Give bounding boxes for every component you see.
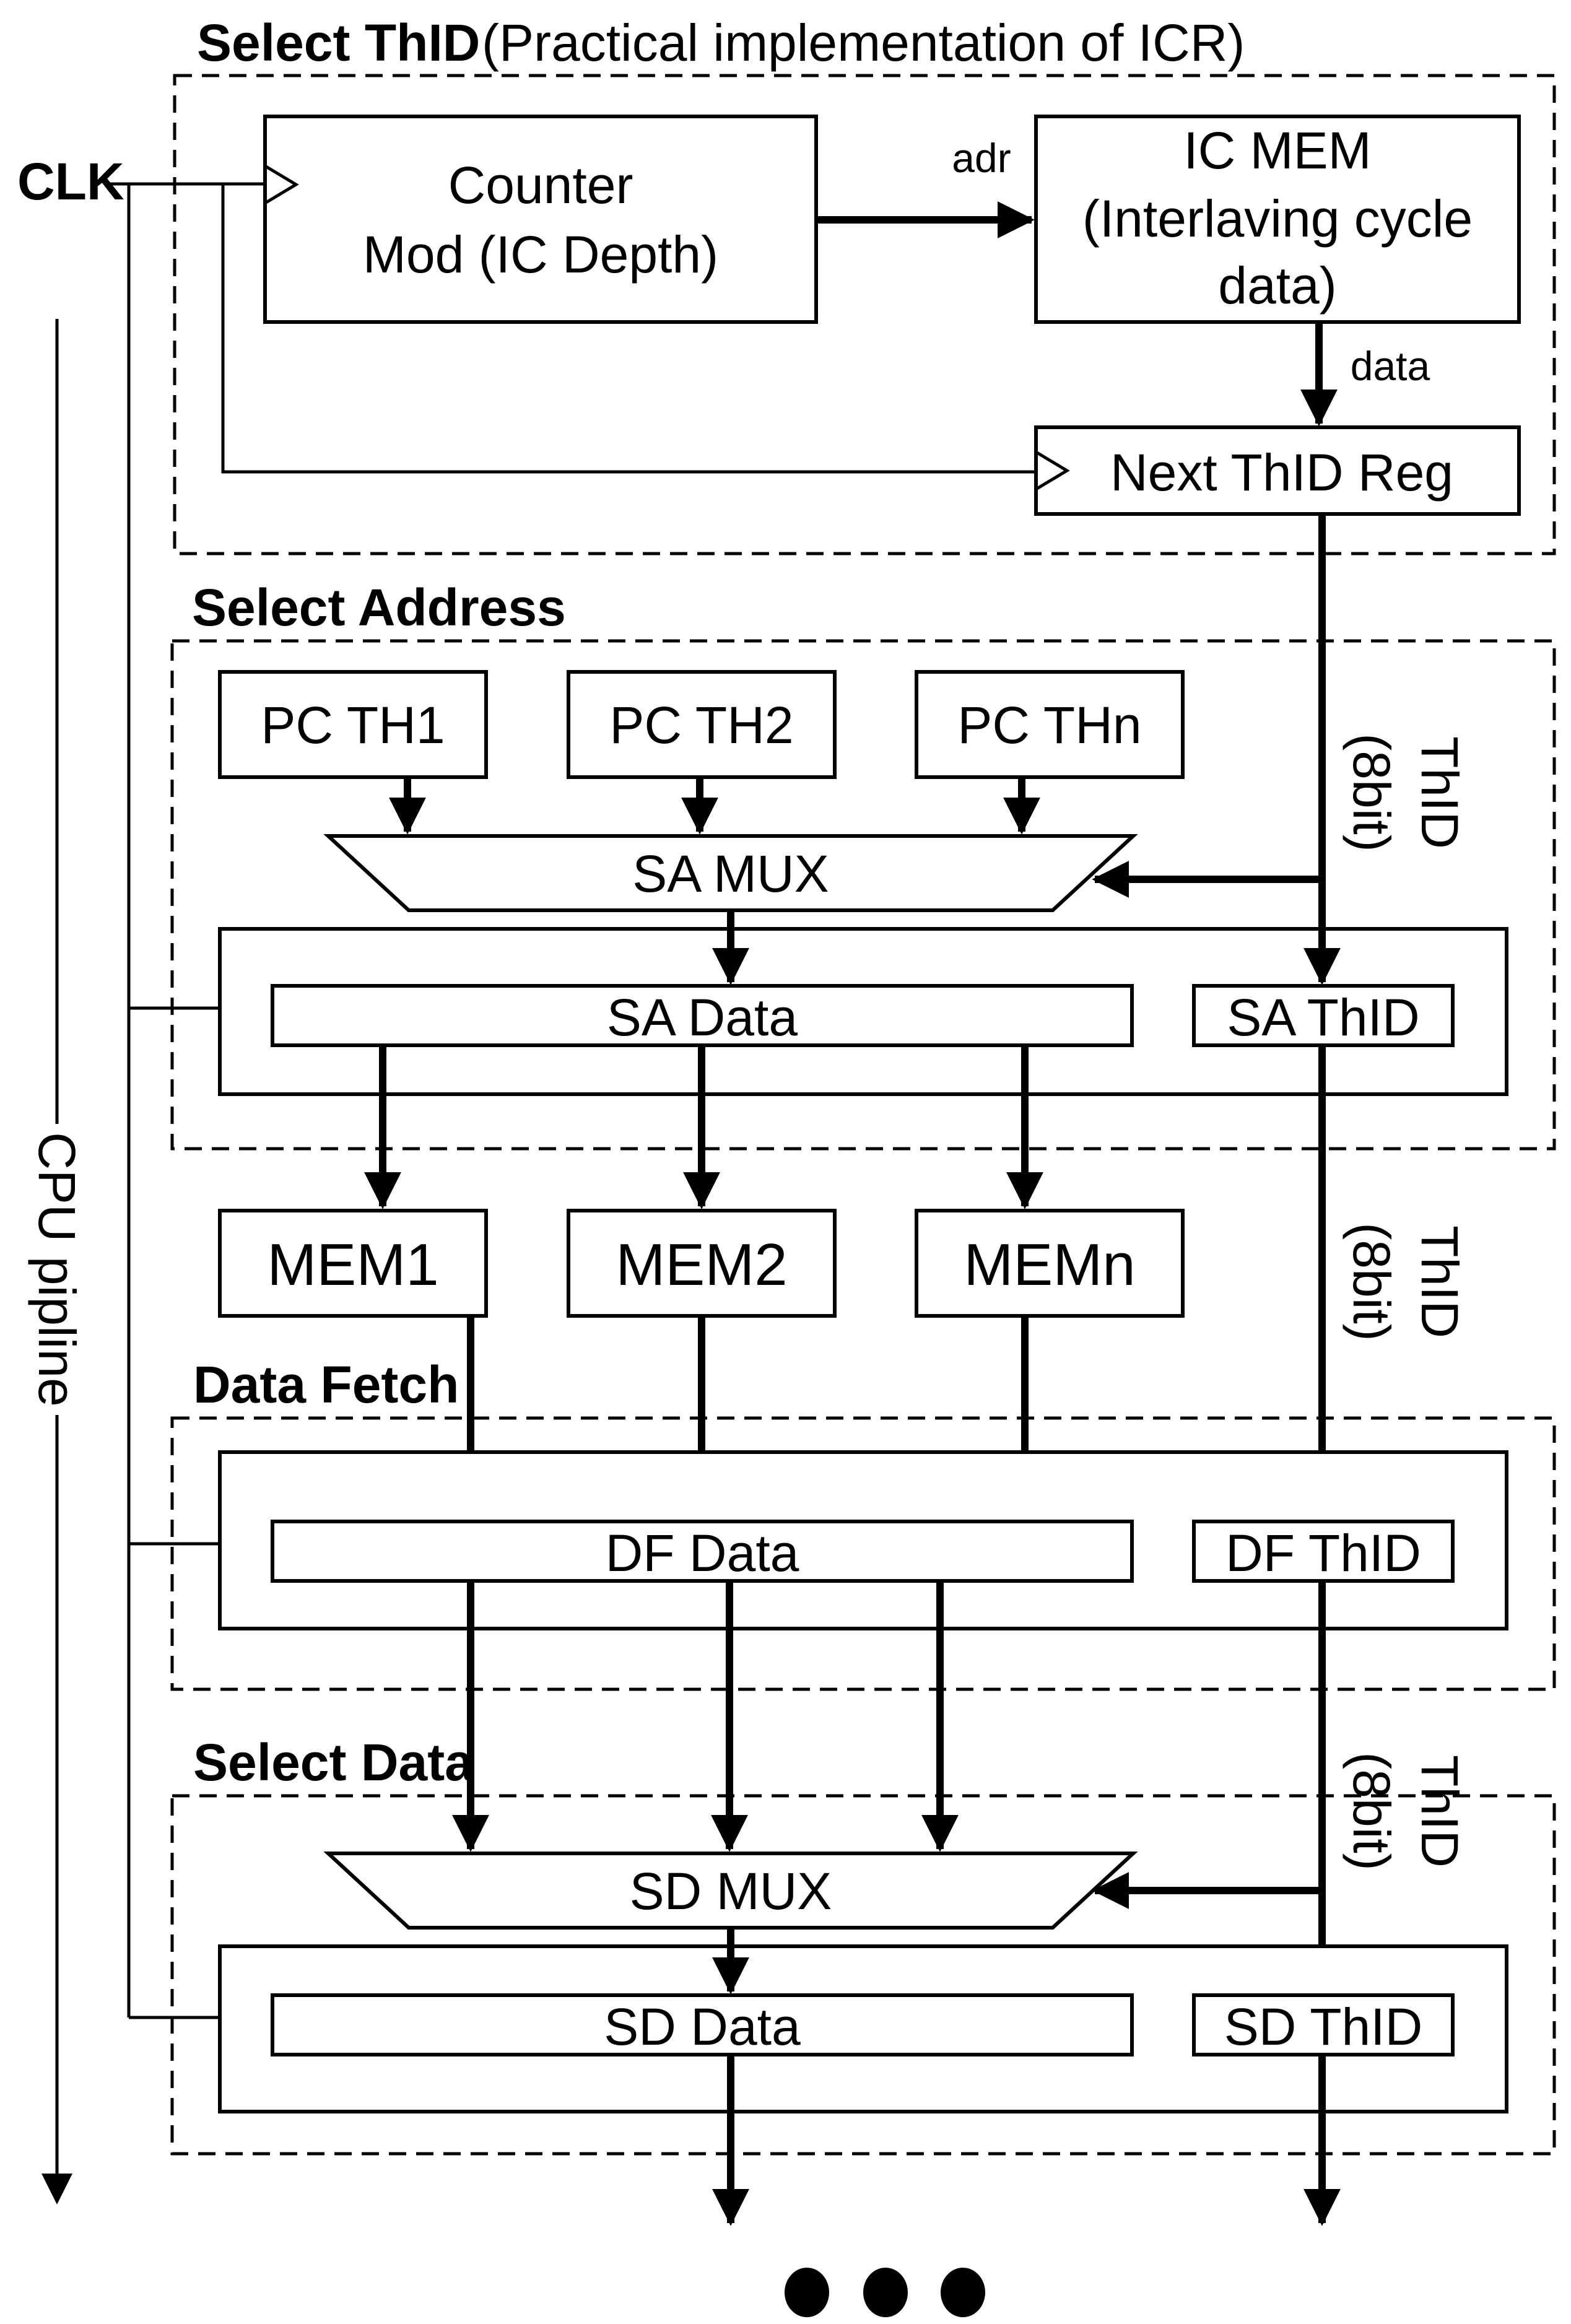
mem2-block xyxy=(567,1209,837,1318)
thid-label-3b: (8bit) xyxy=(1343,1752,1401,1870)
select-address-title: Select Address xyxy=(192,578,566,637)
select-thid-title: Select ThID xyxy=(197,14,480,72)
thid-label-2a: ThID xyxy=(1411,1225,1469,1338)
ic-mem-label-1: IC MEM xyxy=(1183,121,1371,180)
counter-label-2: Mod (IC Depth) xyxy=(363,225,718,284)
sd-data-field xyxy=(271,1993,1134,2056)
sd-mux xyxy=(323,1852,1138,1930)
select-data-region xyxy=(170,1794,1556,2156)
clk-to-next-thid-wire xyxy=(221,184,1036,474)
sa-data-field xyxy=(271,984,1134,1047)
pc-th1-block xyxy=(218,670,488,779)
next-thid-reg-label: Next ThID Reg xyxy=(1110,443,1453,502)
next-thid-clock-icon xyxy=(1035,450,1070,491)
continuation-dot-3 xyxy=(941,2268,985,2317)
sd-data-label: SD Data xyxy=(604,1998,801,2056)
counter-label-1: Counter xyxy=(448,156,633,214)
data-label-bg xyxy=(1339,339,1442,394)
thid-label-1a: ThID xyxy=(1411,736,1469,849)
adr-label: adr xyxy=(952,135,1011,181)
pc-th2-label: PC TH2 xyxy=(609,696,793,754)
pc-thn-block xyxy=(915,670,1185,779)
ic-mem-block xyxy=(1034,115,1521,324)
data-fetch-region xyxy=(170,1416,1556,1691)
adr-label-bg xyxy=(943,131,1020,186)
mem2-label: MEM2 xyxy=(616,1232,787,1298)
data-label: data xyxy=(1351,343,1430,389)
mem1-block xyxy=(218,1209,488,1318)
sa-mux-label: SA MUX xyxy=(632,845,829,903)
sd-mux-label: SD MUX xyxy=(630,1862,832,1920)
sa-mux xyxy=(323,834,1138,912)
select-thid-subtitle: (Practical implementation of ICR) xyxy=(482,14,1245,72)
pc-th1-label: PC TH1 xyxy=(261,696,445,754)
select-data-title: Select Data xyxy=(193,1733,474,1791)
continuation-dot-2 xyxy=(863,2268,908,2317)
memn-label: MEMn xyxy=(964,1232,1135,1298)
counter-clock-icon xyxy=(264,164,299,205)
continuation-dot-1 xyxy=(785,2268,829,2317)
sa-thid-field xyxy=(1192,984,1455,1047)
thid-label-2b: (8bit) xyxy=(1343,1222,1401,1341)
mem1-label: MEM1 xyxy=(267,1232,438,1298)
sa-data-label: SA Data xyxy=(607,988,798,1047)
next-thid-reg xyxy=(1034,425,1521,516)
df-data-label: DF Data xyxy=(606,1524,799,1582)
clk-label: CLK xyxy=(17,152,124,211)
ic-mem-label-3: data) xyxy=(1218,256,1336,315)
counter-block xyxy=(263,115,818,324)
pipeline-label: CPU pipline xyxy=(28,1132,86,1407)
sd-thid-field xyxy=(1192,1993,1455,2056)
thid-label-1b: (8bit) xyxy=(1343,733,1401,851)
sa-thid-label: SA ThID xyxy=(1227,988,1419,1047)
df-thid-field xyxy=(1192,1520,1455,1583)
thid-label-3a: ThID xyxy=(1411,1755,1469,1868)
df-data-field xyxy=(271,1520,1134,1583)
memn-block xyxy=(915,1209,1185,1318)
ic-mem-label-2: (Interlaving cycle xyxy=(1082,189,1473,248)
df-thid-label: DF ThID xyxy=(1225,1524,1421,1582)
select-thid-region xyxy=(173,74,1556,555)
sd-thid-label: SD ThID xyxy=(1224,1998,1423,2056)
pipeline-label-bg xyxy=(34,1124,80,1415)
select-address-region xyxy=(170,639,1556,1151)
pc-thn-label: PC THn xyxy=(957,696,1141,754)
pc-th2-block xyxy=(567,670,837,779)
data-fetch-title: Data Fetch xyxy=(193,1356,459,1414)
